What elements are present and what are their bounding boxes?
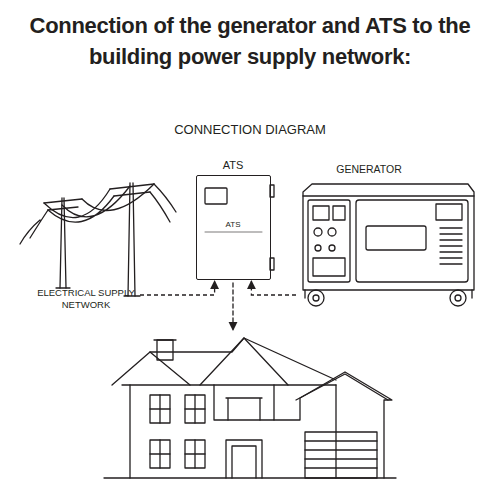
diagram-subtitle: CONNECTION DIAGRAM	[100, 122, 400, 137]
power-connector	[251, 281, 296, 295]
utility-poles	[20, 183, 176, 296]
node-heading: GENERATOR	[298, 162, 476, 176]
house-drawing	[104, 338, 396, 478]
cabinet-outline: ATS	[196, 175, 271, 280]
generator-drawing	[303, 184, 474, 306]
node-heading: ATS	[223, 158, 244, 173]
ats-cabinet-details	[205, 185, 274, 270]
cabinet-label: ATS	[226, 220, 241, 230]
page-title: Connection of the generator and ATS to t…	[20, 10, 480, 72]
ats-cabinet: ATS ATS	[193, 158, 273, 280]
generator-unit: GENERATOR	[298, 162, 476, 308]
network-label: ELECTRICAL SUPPLY NETWORK	[34, 287, 138, 311]
power-connector	[140, 281, 215, 295]
ats-house-wire	[232, 283, 233, 330]
node-label: ELECTRICAL SUPPLY NETWORK	[34, 287, 138, 311]
